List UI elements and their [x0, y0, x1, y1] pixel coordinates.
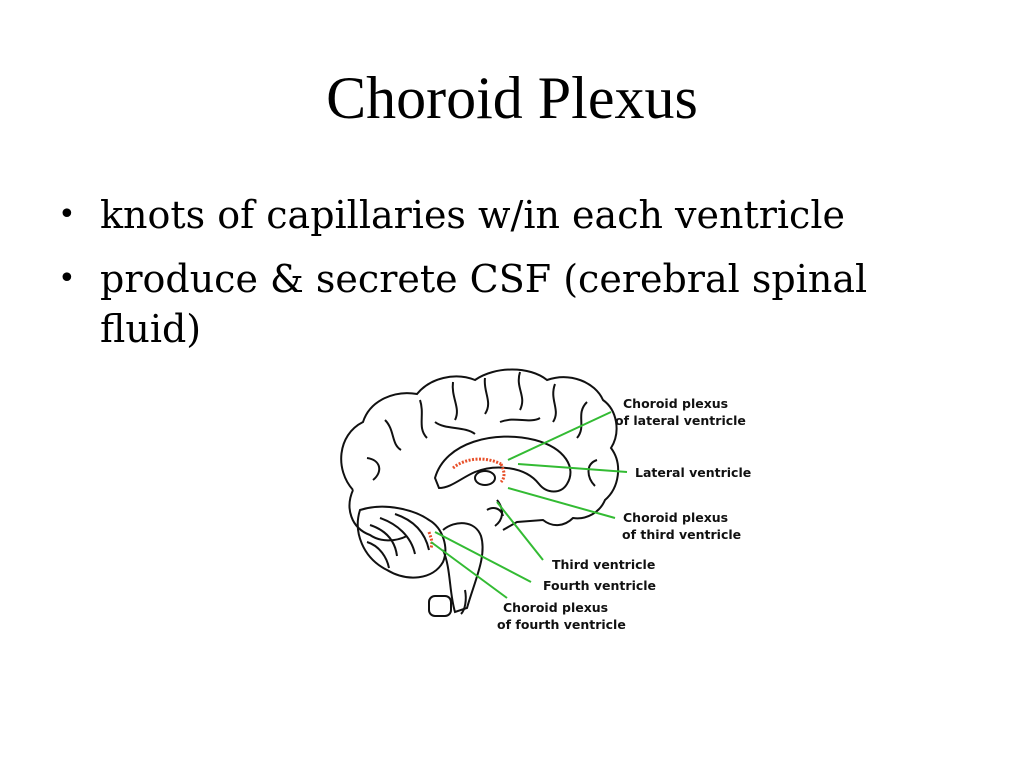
label-choroid-fourth-2: of fourth ventricle — [497, 617, 626, 632]
label-choroid-lateral-1: Choroid plexus — [623, 396, 728, 411]
choroid-plexus-marks — [427, 457, 506, 549]
label-choroid-third-2: of third ventricle — [622, 527, 741, 542]
slide-title: Choroid Plexus — [326, 65, 698, 131]
bullet-text: produce & secrete CSF (cerebral spinal f… — [100, 257, 868, 351]
label-choroid-third-1: Choroid plexus — [623, 510, 728, 525]
bullet-text: knots of capillaries w/in each ventricle — [100, 193, 845, 237]
brain-outline — [340, 368, 620, 617]
label-lateral-ventricle: Lateral ventricle — [635, 465, 751, 480]
label-fourth-ventricle: Fourth ventricle — [543, 578, 656, 593]
brain-diagram-svg: Choroid plexus of lateral ventricle Late… — [340, 368, 751, 632]
bullet-item: • produce & secrete CSF (cerebral spinal… — [58, 254, 958, 354]
label-third-ventricle: Third ventricle — [552, 557, 655, 572]
bullet-item: • knots of capillaries w/in each ventric… — [58, 190, 958, 240]
bullet-list: • knots of capillaries w/in each ventric… — [58, 190, 958, 368]
label-choroid-lateral-2: of lateral ventricle — [615, 413, 746, 428]
bullet-icon: • — [58, 197, 76, 232]
label-choroid-fourth-1: Choroid plexus — [503, 600, 608, 615]
leader-lines — [430, 411, 628, 599]
bullet-icon: • — [58, 261, 76, 296]
brain-diagram: Choroid plexus of lateral ventricle Late… — [325, 360, 765, 640]
